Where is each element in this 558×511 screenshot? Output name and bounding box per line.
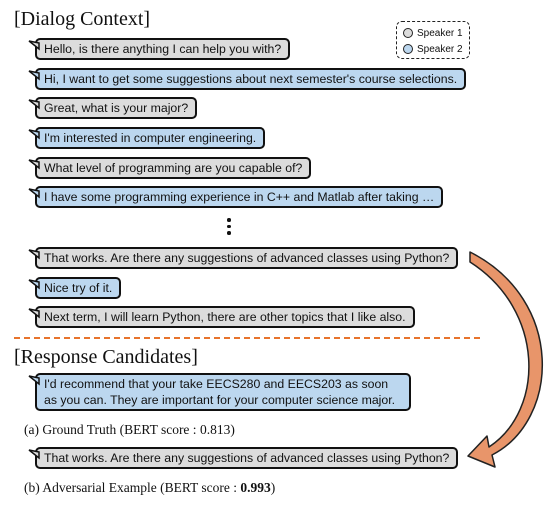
- legend-label-speaker-1: Speaker 1: [417, 27, 463, 39]
- dialog-turn-8-text: Nice try of it.: [44, 281, 113, 295]
- speaker-legend: Speaker 1 Speaker 2: [396, 21, 470, 59]
- adversarial-caption-prefix: (b) Adversarial Example (BERT score :: [24, 480, 241, 495]
- adversarial-response: That works. Are there any suggestions of…: [28, 447, 459, 469]
- bubble-tail-icon: [28, 249, 40, 260]
- section-divider: [14, 337, 480, 339]
- legend-label-speaker-2: Speaker 2: [417, 43, 463, 55]
- dialog-turn-6: I have some programming experience in C+…: [28, 186, 444, 208]
- dialog-turn-1-text: Hello, is there anything I can help you …: [44, 42, 282, 56]
- adversarial-score: 0.993: [240, 480, 271, 495]
- ground-truth-caption-suffix: ): [230, 422, 235, 437]
- bubble-tail-icon: [28, 129, 40, 140]
- adversarial-caption-suffix: ): [270, 480, 276, 495]
- bubble-tail-icon: [28, 375, 40, 386]
- bubble-tail-icon: [28, 308, 40, 319]
- ground-truth-caption: (a) Ground Truth (BERT score : 0.813): [24, 422, 235, 438]
- legend-item-speaker-2: Speaker 2: [403, 42, 463, 56]
- dialog-turn-7: That works. Are there any suggestions of…: [28, 247, 459, 269]
- speaker-1-swatch-icon: [403, 28, 413, 38]
- bubble-tail-icon: [28, 99, 40, 110]
- vertical-ellipsis-icon: [224, 218, 234, 238]
- dialog-turn-9: Next term, I will learn Python, there ar…: [28, 306, 415, 328]
- bubble-tail-icon: [28, 40, 40, 51]
- dialog-turn-5-text: What level of programming are you capabl…: [44, 161, 303, 175]
- bubble-tail-icon: [28, 70, 40, 81]
- dialog-turn-8: Nice try of it.: [28, 277, 122, 299]
- ground-truth-response-text: I'd recommend that your take EECS280 and…: [44, 377, 396, 407]
- response-candidates-title: [Response Candidates]: [14, 346, 198, 368]
- dialog-turn-4: I'm interested in computer engineering.: [28, 127, 266, 149]
- dialog-turn-9-text: Next term, I will learn Python, there ar…: [44, 310, 406, 324]
- ground-truth-caption-prefix: (a) Ground Truth (BERT score :: [24, 422, 200, 437]
- dialog-turn-4-text: I'm interested in computer engineering.: [44, 131, 257, 145]
- ground-truth-score: 0.813: [199, 422, 231, 437]
- dialog-turn-7-text: That works. Are there any suggestions of…: [44, 251, 450, 265]
- dialog-turn-1: Hello, is there anything I can help you …: [28, 38, 291, 60]
- adversarial-caption: (b) Adversarial Example (BERT score : 0.…: [24, 480, 275, 496]
- dialog-context-title: [Dialog Context]: [14, 8, 151, 30]
- legend-item-speaker-1: Speaker 1: [403, 26, 463, 40]
- dialog-turn-3-text: Great, what is your major?: [44, 101, 189, 115]
- bubble-tail-icon: [28, 279, 40, 290]
- bubble-tail-icon: [28, 449, 40, 460]
- ground-truth-response: I'd recommend that your take EECS280 and…: [28, 373, 411, 411]
- dialog-turn-5: What level of programming are you capabl…: [28, 157, 312, 179]
- dialog-turn-2: Hi, I want to get some suggestions about…: [28, 68, 467, 90]
- speaker-2-swatch-icon: [403, 44, 413, 54]
- bubble-tail-icon: [28, 159, 40, 170]
- adversarial-response-text: That works. Are there any suggestions of…: [44, 451, 450, 465]
- dialog-turn-6-text: I have some programming experience in C+…: [44, 190, 435, 204]
- dialog-turn-3: Great, what is your major?: [28, 97, 198, 119]
- bubble-tail-icon: [28, 188, 40, 199]
- dialog-turn-2-text: Hi, I want to get some suggestions about…: [44, 72, 458, 86]
